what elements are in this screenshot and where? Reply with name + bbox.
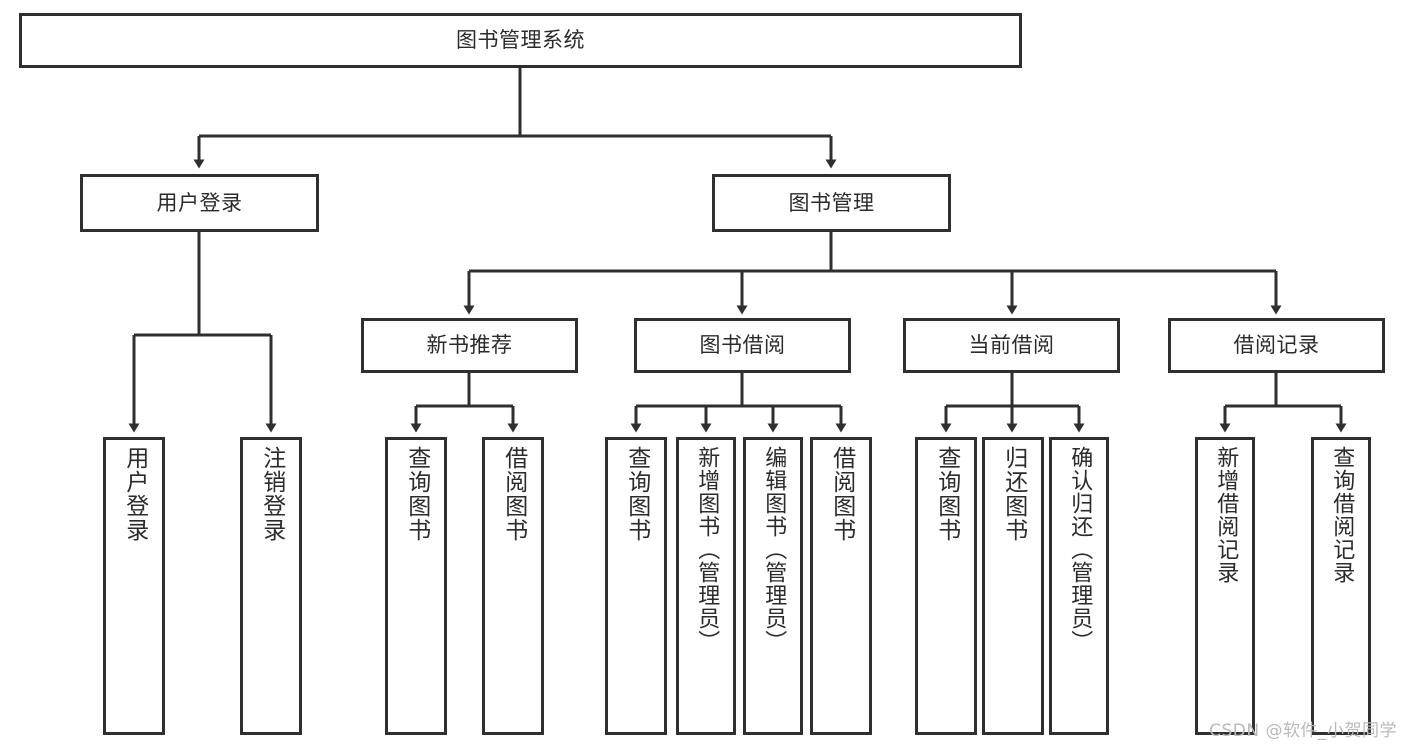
node-label: 图书借阅 (699, 333, 786, 358)
edge-user-login-to-leaves (128, 232, 277, 433)
leaf-confirm-return-admin[interactable]: 确认归还（管理员） (1049, 437, 1109, 735)
leaf-add-book-admin[interactable]: 新增图书（管理员） (676, 437, 736, 735)
node-label: 查询借阅记录 (1329, 446, 1355, 584)
node-label: 借阅图书 (500, 446, 527, 542)
node-label: 借阅记录 (1233, 333, 1320, 358)
leaf-query-book-borrow[interactable]: 查询图书 (605, 437, 667, 735)
node-label: 确认归还（管理员） (1067, 446, 1093, 653)
leaf-logout[interactable]: 注销登录 (240, 437, 302, 735)
node-label: 借阅图书 (828, 446, 855, 542)
leaf-add-borrow-record[interactable]: 新增借阅记录 (1195, 437, 1255, 735)
node-label: 用户登录 (121, 446, 148, 542)
edge-book-mgmt-to-level3 (463, 232, 1282, 315)
node-label: 新书推荐 (426, 333, 513, 358)
leaf-return-book[interactable]: 归还图书 (982, 437, 1044, 735)
leaf-query-book-recommend[interactable]: 查询图书 (385, 437, 447, 735)
leaf-edit-book-admin[interactable]: 编辑图书（管理员） (743, 437, 803, 735)
leaf-borrow-book-recommend[interactable]: 借阅图书 (482, 437, 544, 735)
leaf-query-book-current[interactable]: 查询图书 (915, 437, 977, 735)
edge-records-to-leaves (1219, 373, 1347, 433)
edge-new-book-to-leaves (410, 373, 519, 433)
node-label: 图书管理 (788, 190, 875, 215)
node-label: 用户登录 (156, 190, 243, 215)
node-label: 编辑图书（管理员） (761, 446, 787, 653)
leaf-query-borrow-record[interactable]: 查询借阅记录 (1311, 437, 1371, 735)
node-current-borrow[interactable]: 当前借阅 (903, 318, 1120, 373)
node-label: 新增借阅记录 (1213, 446, 1239, 584)
node-book-management[interactable]: 图书管理 (712, 174, 951, 232)
node-label: 图书管理系统 (456, 28, 585, 53)
node-root-system[interactable]: 图书管理系统 (19, 13, 1022, 68)
watermark: CSDN @软件_小贺同学 (1209, 721, 1397, 741)
leaf-user-login[interactable]: 用户登录 (103, 437, 165, 735)
leaf-borrow-book[interactable]: 借阅图书 (810, 437, 872, 735)
node-label: 归还图书 (1000, 446, 1027, 542)
node-label: 查询图书 (403, 446, 430, 542)
edge-borrow-to-leaves (630, 373, 847, 433)
node-user-login[interactable]: 用户登录 (80, 174, 319, 232)
node-label: 注销登录 (258, 446, 285, 542)
node-label: 新增图书（管理员） (694, 446, 720, 653)
node-label: 查询图书 (933, 446, 960, 542)
node-borrow-records[interactable]: 借阅记录 (1168, 318, 1385, 373)
edge-root-to-level2 (193, 68, 837, 169)
node-new-book-recommend[interactable]: 新书推荐 (361, 318, 578, 373)
node-label: 当前借阅 (968, 333, 1055, 358)
edge-current-borrow-to-leaves (940, 373, 1085, 433)
node-label: 查询图书 (623, 446, 650, 542)
node-book-borrow[interactable]: 图书借阅 (634, 318, 851, 373)
